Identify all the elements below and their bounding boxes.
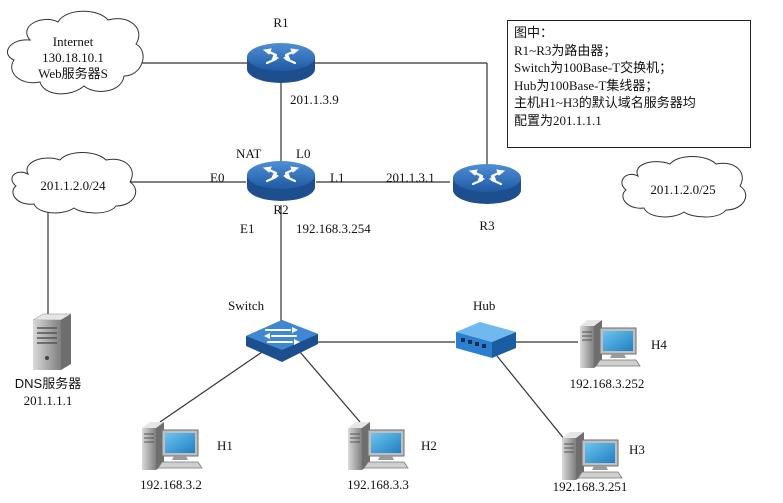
router-r2-name: R2 xyxy=(273,202,289,217)
server-icon xyxy=(32,313,72,370)
host-h1-name: H1 xyxy=(217,438,233,453)
host-h2-name: H2 xyxy=(421,438,437,453)
router-r2-l0-label: L0 xyxy=(296,146,311,161)
router-r1-ip: 201.1.3.9 xyxy=(290,92,339,107)
link-switch-h2 xyxy=(299,351,361,423)
router-r2-l1-label: L1 xyxy=(330,170,345,185)
hub-label: Hub xyxy=(473,298,496,313)
internet-cloud-line3: Web服务器S xyxy=(38,66,108,81)
cloud-lan-left xyxy=(11,152,137,214)
cloud-icon xyxy=(7,10,747,218)
cloud-right-label: 201.1.2.0/25 xyxy=(650,182,716,197)
cloud-lan-right xyxy=(621,156,747,218)
internet-cloud-line1: Internet xyxy=(52,34,94,49)
internet-cloud-line2: 130.18.10.1 xyxy=(42,50,104,65)
note-line: 配置为201.1.1.1 xyxy=(514,112,602,128)
router-r3-name: R3 xyxy=(479,218,495,233)
host-icon-h2 xyxy=(347,421,409,471)
host-h3-name: H3 xyxy=(629,442,645,457)
host-h4-name: H4 xyxy=(651,337,667,352)
link-hub-h3 xyxy=(496,355,566,441)
host-icon-h3 xyxy=(561,431,623,481)
switch-label: Switch xyxy=(228,298,265,313)
links xyxy=(47,62,578,441)
host-h4-ip: 192.168.3.252 xyxy=(569,376,645,391)
router-r2-l1-ip: 201.1.3.1 xyxy=(386,170,435,185)
cloud-internet xyxy=(7,10,144,95)
note-line: Hub为100Base-T集线器； xyxy=(514,77,659,93)
router-icon-r3 xyxy=(451,162,523,206)
host-h1-ip: 192.168.3.2 xyxy=(140,477,202,492)
dns-server-name: DNS服务器 xyxy=(14,376,82,391)
host-h3-ip: 192.168.3.251 xyxy=(552,479,628,494)
router-r2-nat-label: NAT xyxy=(236,146,262,161)
cloud-left-label: 201.1.2.0/24 xyxy=(40,178,106,193)
hub-icon xyxy=(456,322,516,358)
note-line: R1~R3为路由器； xyxy=(514,42,617,58)
host-h2-ip: 192.168.3.3 xyxy=(347,477,409,492)
link-switch-h1 xyxy=(159,351,263,423)
host-icon-h4 xyxy=(579,319,641,369)
router-r2-e1-ip: 192.168.3.254 xyxy=(296,221,371,236)
host-icon-h1 xyxy=(141,421,203,471)
note-line: Switch为100Base-T交换机； xyxy=(514,60,673,75)
switch-icon xyxy=(246,320,318,362)
note-line: 主机H1~H3的默认域名服务器均 xyxy=(514,95,696,110)
router-r2-e0-label: E0 xyxy=(210,170,225,185)
legend-note-box: 图中： R1~R3为路由器； Switch为100Base-T交换机； Hub为… xyxy=(507,20,751,148)
router-r1-name: R1 xyxy=(273,15,289,30)
router-r2-e1-label: E1 xyxy=(240,221,255,236)
router-icon-r1 xyxy=(245,41,317,85)
router-icon-r2 xyxy=(245,159,317,203)
dns-server-ip: 201.1.1.1 xyxy=(23,393,73,408)
note-line: 图中： xyxy=(514,25,554,40)
